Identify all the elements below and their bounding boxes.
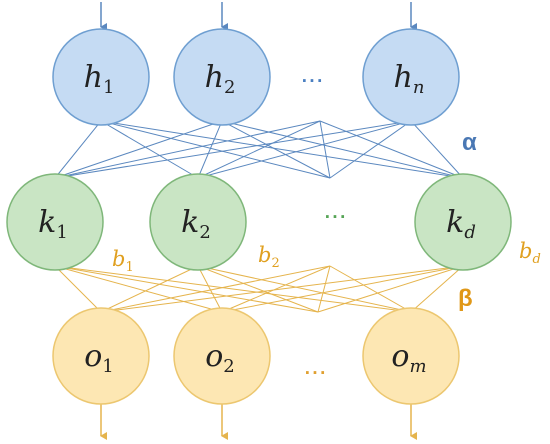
bias-label-1: b1 [112, 247, 134, 275]
beta-edge [197, 265, 319, 313]
beta-edge [221, 265, 464, 313]
beta-edge [410, 265, 464, 313]
output-node-label: o1 [84, 339, 114, 377]
output-node-label: o2 [205, 339, 235, 377]
beta-edge [100, 265, 331, 313]
hidden-node-label: kd [446, 205, 476, 243]
output-node-circle [173, 307, 271, 405]
alpha-edge [100, 120, 331, 179]
alpha-edge [410, 120, 464, 179]
input-node-2: h2 [173, 28, 271, 126]
alpha-edge [54, 120, 102, 179]
beta-label: β [458, 285, 473, 312]
beta-edge [54, 265, 223, 313]
input-layer: h1 h2 hn [52, 28, 460, 126]
input-node-1: h1 [52, 28, 150, 126]
hidden-layer: k1 k2 kd [6, 173, 512, 271]
alpha-edge [319, 120, 331, 179]
output-layer: o1 o2 om [52, 307, 460, 405]
input-node-circle [173, 28, 271, 126]
beta-edge [317, 265, 331, 313]
alpha-edge [319, 120, 464, 179]
output-node-circle [362, 307, 460, 405]
input-node-circle [52, 28, 150, 126]
beta-connections [54, 265, 464, 313]
bias-label-3: bd [519, 239, 541, 267]
alpha-edge [54, 120, 223, 179]
output-arrows [100, 404, 417, 440]
beta-edge [329, 265, 412, 313]
beta-edge [317, 265, 464, 313]
hidden-node-3: kd [414, 173, 512, 271]
beta-edge [54, 265, 102, 313]
hidden-node-label: k1 [38, 205, 68, 243]
input-node-circle [362, 28, 460, 126]
input-node-label: hn [394, 60, 425, 98]
output-node-circle [52, 307, 150, 405]
alpha-label: α [462, 129, 477, 156]
alpha-edge [221, 120, 331, 179]
bias-labels: b1 b2 bd [112, 239, 541, 275]
output-node-3: om [362, 307, 460, 405]
beta-edge [54, 265, 319, 313]
input-arrows [100, 2, 417, 31]
alpha-edge [197, 120, 321, 179]
alpha-edge [54, 120, 321, 179]
beta-edge [221, 265, 331, 313]
beta-edge [100, 265, 464, 313]
hidden-node-circle [414, 173, 512, 271]
output-node-label: om [391, 339, 426, 377]
input-node-label: h2 [205, 60, 236, 98]
hidden-node-2: k2 [149, 173, 247, 271]
beta-edge [54, 265, 412, 313]
alpha-edge [221, 120, 464, 179]
beta-edge [197, 265, 223, 313]
bias-label-2: b2 [258, 243, 280, 271]
beta-edge [197, 265, 412, 313]
alpha-edge [197, 120, 223, 179]
hidden-node-circle [6, 173, 104, 271]
hidden-ellipsis: ··· [324, 208, 347, 226]
input-node-3: hn [362, 28, 460, 126]
alpha-edge [329, 120, 412, 179]
alpha-edge [197, 120, 412, 179]
input-node-label: h1 [84, 60, 115, 98]
hidden-node-circle [149, 173, 247, 271]
alpha-edge [54, 120, 412, 179]
output-ellipsis: ··· [304, 364, 327, 382]
hidden-node-1: k1 [6, 173, 104, 271]
output-node-1: o1 [52, 307, 150, 405]
beta-edge [100, 265, 199, 313]
alpha-connections [54, 120, 464, 179]
input-ellipsis: ··· [301, 72, 324, 90]
alpha-edge [100, 120, 464, 179]
hidden-node-label: k2 [181, 205, 211, 243]
alpha-edge [100, 120, 199, 179]
output-node-2: o2 [173, 307, 271, 405]
